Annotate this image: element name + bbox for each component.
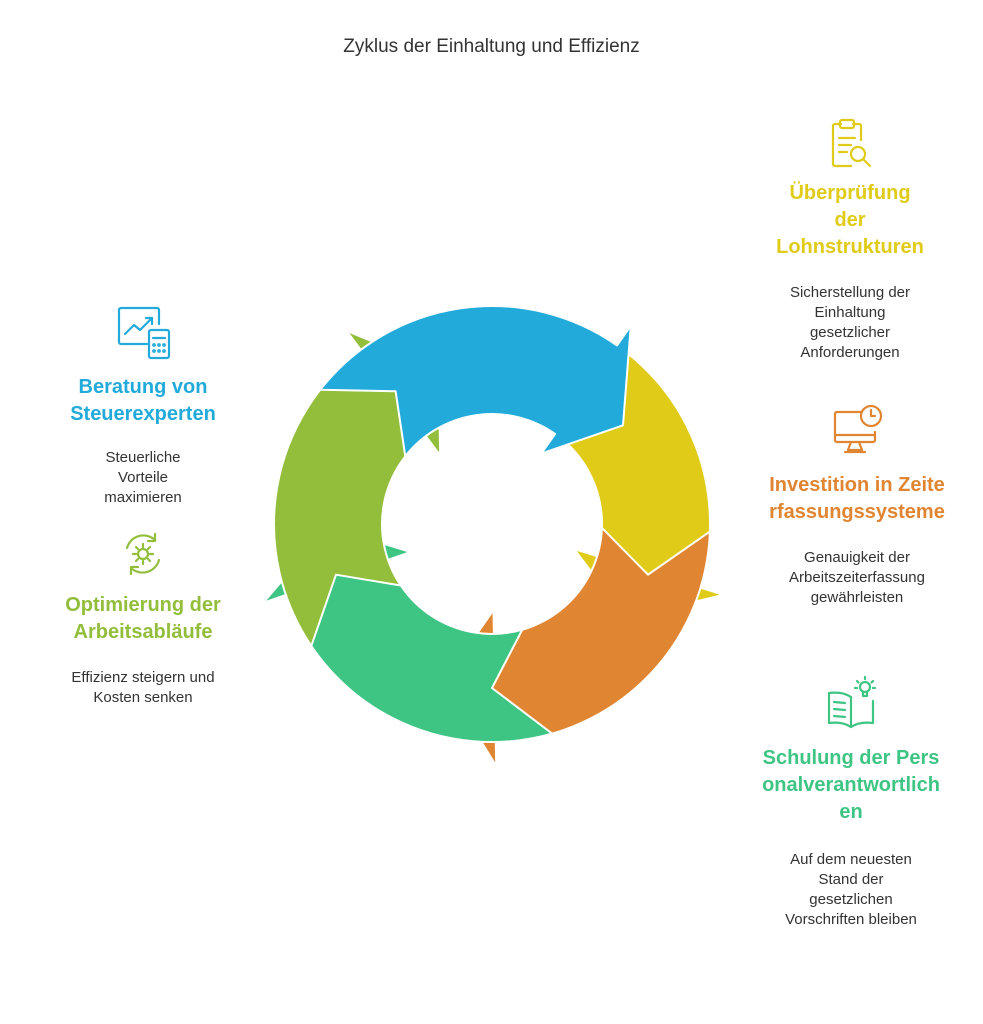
step-heading: Beratung von Steuerexperten (70, 376, 216, 425)
clipboard-search-icon (831, 118, 872, 168)
diagram-title: Zyklus der Einhaltung und Effizienz (343, 36, 640, 57)
step-time-tracking-investment: Investition in Zeiterfassungssysteme Gen… (768, 402, 946, 608)
step-workflow-optimization: Optimierung der Arbeitsabläufe Effizienz… (58, 528, 228, 708)
monitor-clock-icon (833, 404, 883, 454)
step-review-wage-structures: Überprüfung der Lohnstrukturen Sicherste… (752, 116, 948, 363)
step-heading: Überprüfung der Lohnstrukturen (776, 182, 924, 258)
step-heading: Optimierung der Arbeitsabläufe (65, 594, 221, 643)
step-description: Genauigkeit der Arbeitszeiterfassung gew… (789, 549, 925, 606)
chart-calculator-icon (117, 306, 171, 360)
gear-cycle-icon (125, 532, 161, 576)
step-heading: Investition in Zeiterfassungssysteme (769, 474, 945, 523)
step-description: Sicherstellung der Einhaltung gesetzlich… (789, 284, 911, 361)
step-heading: Schulung der Personalverantwortlichen (762, 747, 940, 823)
step-description: Auf dem neuesten Stand der gesetzlichen … (785, 851, 917, 928)
arrow-consulting (319, 305, 632, 458)
step-description: Effizienz steigern und Kosten senken (71, 669, 215, 706)
step-tax-expert-consulting: Beratung von Steuerexperten Steuerliche … (52, 302, 234, 508)
book-lightbulb-icon (827, 675, 877, 729)
step-description: Steuerliche Vorteile maximieren (104, 449, 182, 506)
step-hr-training: Schulung der Personalverantwortlichen Au… (760, 675, 942, 930)
